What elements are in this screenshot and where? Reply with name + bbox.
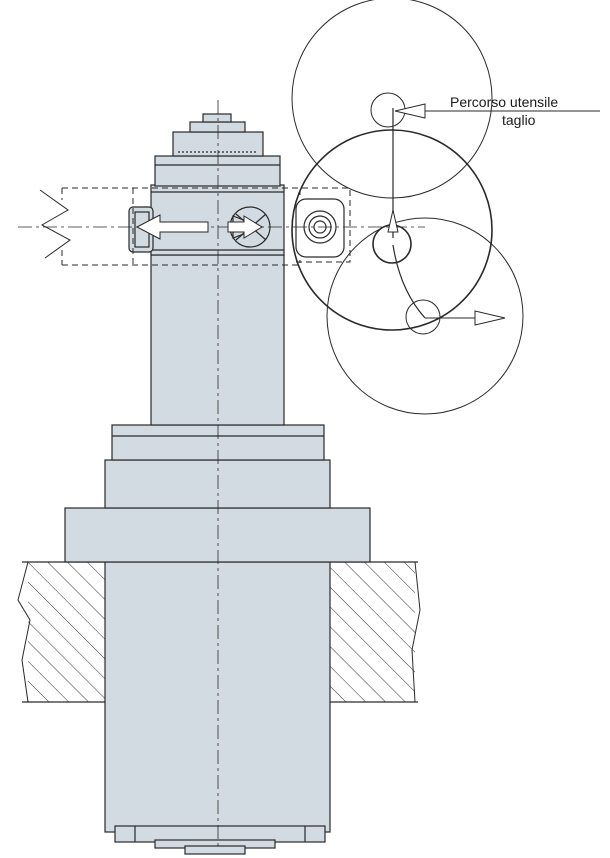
break-zigzag xyxy=(39,189,71,259)
top-cap xyxy=(154,155,281,187)
centre-lines xyxy=(18,100,425,850)
flange xyxy=(64,507,371,563)
circle-bottom xyxy=(326,217,524,415)
path-arrowheads xyxy=(387,103,506,326)
housing-hatch-right xyxy=(330,562,415,702)
housing-section xyxy=(17,561,421,703)
small-circle-bottom xyxy=(405,299,441,335)
lower-shank xyxy=(104,561,331,833)
middle-step xyxy=(104,459,331,509)
column xyxy=(150,254,285,426)
circle-top xyxy=(291,0,493,199)
annotation-label-line1: Percorso utensile xyxy=(450,94,559,110)
arrow-icon xyxy=(135,214,263,240)
tool-body xyxy=(64,113,371,855)
circle-middle xyxy=(291,129,493,331)
annotation-label-line2: taglio xyxy=(502,112,536,128)
housing-hatch-left xyxy=(28,562,105,702)
